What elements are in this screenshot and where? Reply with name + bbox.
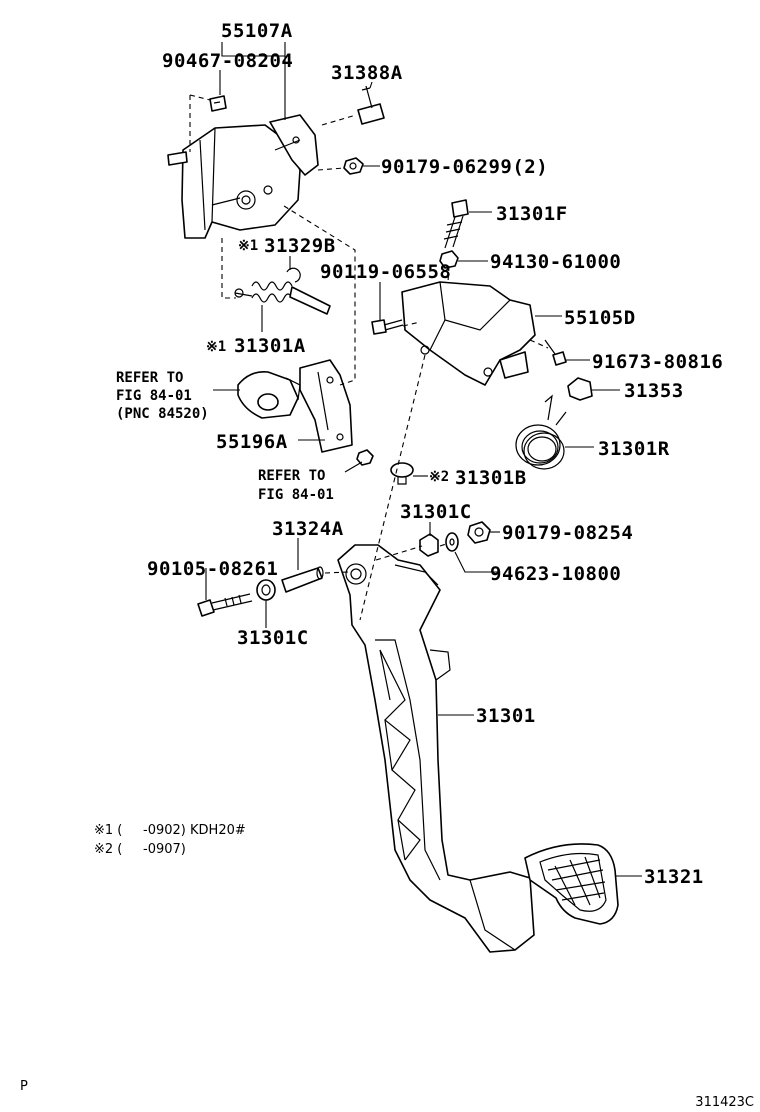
reference-notes: REFER TO FIG 84-01 (PNC 84520) REFER TO …	[116, 370, 334, 503]
label-31301C-top: 31301C	[400, 501, 472, 523]
clip-31353	[567, 377, 593, 401]
label-90179-06299: 90179-06299(2)	[381, 156, 548, 178]
label-31301A: 31301A	[234, 335, 306, 357]
nut-90179-08254	[467, 521, 491, 544]
pedal-arm-31301	[337, 544, 535, 953]
bracket-55107A	[167, 114, 319, 239]
ref1-line3: (PNC 84520)	[116, 406, 209, 422]
ref1-line1: REFER TO	[116, 370, 183, 386]
bracket-55196A	[299, 359, 353, 453]
collar-31324A	[281, 566, 324, 593]
label-90105-08261: 90105-08261	[147, 558, 278, 580]
footnote-1: ※1 ( -0902) KDH20#	[94, 823, 246, 838]
label-90119-06558: 90119-06558	[320, 261, 451, 283]
label-90179-08254: 90179-08254	[502, 522, 633, 544]
label-90467-08204: 90467-08204	[162, 50, 293, 72]
nut-90179-06299	[343, 157, 364, 175]
label-31329B: 31329B	[264, 235, 336, 257]
stud-31388A	[357, 85, 385, 125]
ref2-line1: REFER TO	[258, 468, 325, 484]
label-94130-61000: 94130-61000	[490, 251, 621, 273]
bushing-31301C-bottom	[256, 579, 276, 601]
label-55196A: 55196A	[216, 431, 288, 453]
bolt-90119-06558	[371, 319, 404, 335]
screw-91673-80816	[544, 339, 567, 366]
part-labels: 55107A 90467-08204 31388A 90179-06299(2)…	[147, 20, 723, 888]
bolt-90105-08261	[197, 593, 253, 617]
label-31353: 31353	[624, 380, 684, 402]
marker-1-31329B: ※1	[238, 238, 258, 254]
marker-2-31301B: ※2	[429, 469, 449, 485]
ref2-line2: FIG 84-01	[258, 487, 334, 503]
nut-ref-84-01	[356, 449, 374, 466]
spring-31301A	[234, 281, 331, 315]
bracket-55105D	[401, 281, 536, 386]
footer-left: P	[20, 1079, 28, 1094]
assembly-lines	[189, 94, 549, 621]
spring-31301R	[515, 394, 567, 470]
label-31324A: 31324A	[272, 518, 344, 540]
footer-right: 311423C	[695, 1095, 754, 1110]
label-31301C-bottom: 31301C	[237, 627, 309, 649]
footnote-2: ※2 ( -0907)	[94, 842, 186, 857]
bolt-90467-08204	[209, 95, 227, 112]
bushing-31301C-top	[419, 533, 439, 557]
label-31301: 31301	[476, 705, 536, 727]
label-55105D: 55105D	[564, 307, 636, 329]
label-31301R: 31301R	[598, 438, 670, 460]
clip-31329B	[286, 267, 301, 283]
label-31321: 31321	[644, 866, 704, 888]
label-55107A: 55107A	[221, 20, 293, 42]
footnotes: ※1 ( -0902) KDH20# ※2 ( -0907)	[94, 823, 246, 857]
leader-lines	[205, 42, 642, 877]
washer-94623-10800	[445, 532, 459, 552]
bolt-31301F	[443, 199, 469, 249]
label-31388A: 31388A	[331, 62, 403, 84]
pedal-pad-31321	[524, 843, 619, 925]
label-31301F: 31301F	[496, 203, 568, 225]
marker-1-31301A: ※1	[206, 339, 226, 355]
label-94623-10800: 94623-10800	[490, 563, 621, 585]
nut-94130-61000	[439, 250, 459, 269]
label-31301B: 31301B	[455, 467, 527, 489]
damper-assembly	[237, 370, 301, 419]
label-91673-80816: 91673-80816	[592, 351, 723, 373]
ref1-line2: FIG 84-01	[116, 388, 192, 404]
